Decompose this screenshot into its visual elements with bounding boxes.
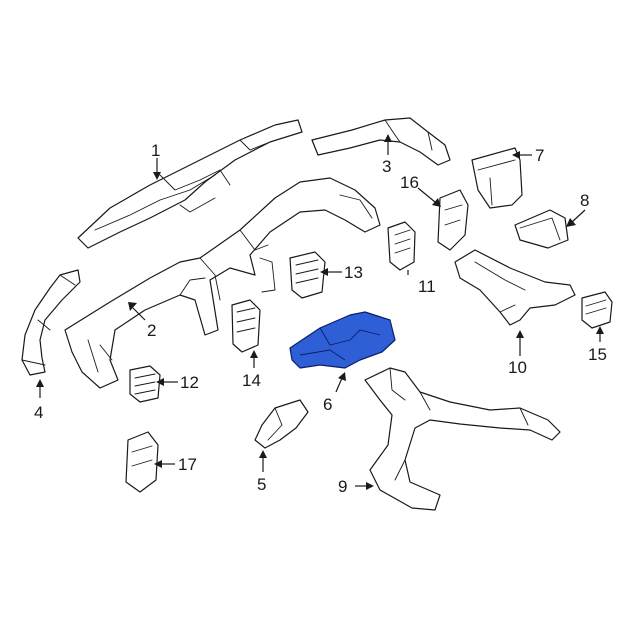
- part-12-vent[interactable]: [129, 365, 161, 403]
- callout-4: 4: [34, 403, 43, 422]
- part-8-duct[interactable]: [514, 209, 569, 249]
- callout-12: 12: [180, 373, 199, 392]
- callout-8: 8: [580, 191, 589, 210]
- part-5-duct[interactable]: [254, 399, 309, 449]
- callout-7: 7: [535, 146, 544, 165]
- part-2-main-duct[interactable]: [64, 177, 381, 389]
- part-11-vent[interactable]: [387, 221, 416, 271]
- part-15-vent[interactable]: [581, 291, 613, 329]
- part-4-left-duct[interactable]: [21, 269, 81, 376]
- leader-lines: [36, 134, 604, 490]
- part-9-floor-duct[interactable]: [364, 367, 561, 511]
- callout-2: 2: [147, 321, 156, 340]
- callout-11: 11: [418, 277, 436, 296]
- part-3-side-duct[interactable]: [311, 117, 451, 166]
- callout-3: 3: [382, 157, 391, 176]
- callout-13: 13: [344, 263, 363, 282]
- part-14-vent[interactable]: [231, 299, 261, 353]
- callout-1: 1: [151, 141, 160, 160]
- callout-9: 9: [338, 477, 347, 496]
- callout-5: 5: [257, 475, 266, 494]
- callout-16: 16: [400, 173, 419, 192]
- callout-15: 15: [588, 345, 607, 364]
- callout-17: 17: [178, 455, 197, 474]
- part-7-duct[interactable]: [471, 147, 523, 209]
- part-10-bracket-duct[interactable]: [454, 249, 576, 326]
- part-1-defroster-duct[interactable]: [77, 119, 303, 249]
- callout-labels: 1 2 3 4 5 6 7 8 9 10 11 12 13 14 15 16 1…: [34, 141, 607, 496]
- part-17-vent-housing[interactable]: [125, 431, 159, 493]
- part-16-vent-housing[interactable]: [437, 189, 469, 251]
- callout-10: 10: [508, 358, 527, 377]
- part-6-floor-duct-highlighted[interactable]: [289, 311, 396, 369]
- callout-6: 6: [323, 395, 332, 414]
- part-13-vent[interactable]: [289, 251, 326, 299]
- callout-14: 14: [242, 371, 261, 390]
